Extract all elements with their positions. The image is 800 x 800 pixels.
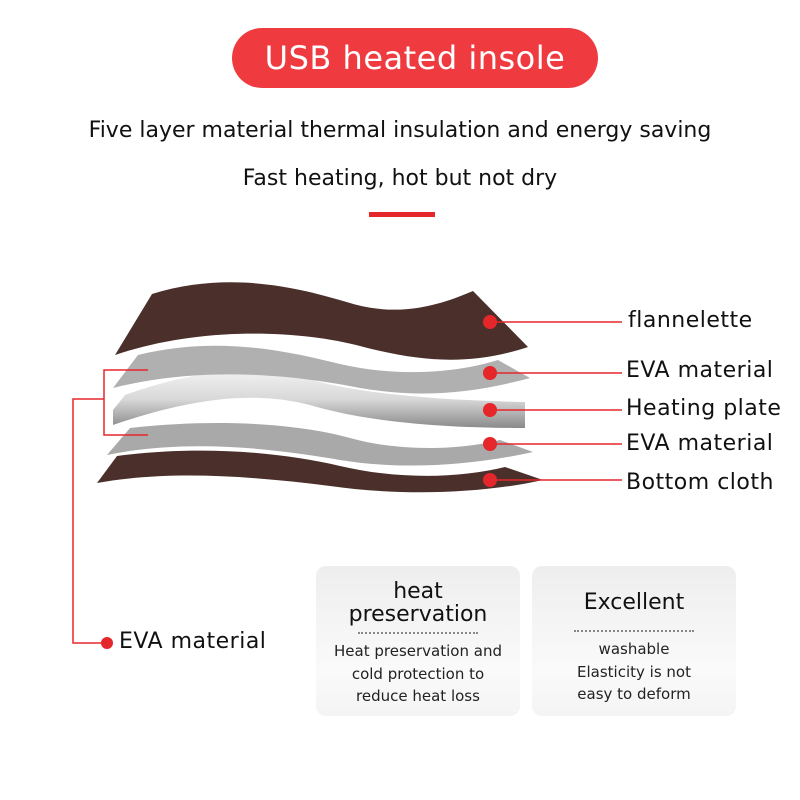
layer-flannelette	[115, 282, 528, 360]
layer-label-flannelette: flannelette	[628, 308, 753, 333]
layer-label-eva-2: EVA material	[626, 431, 774, 456]
card-line: washable	[598, 640, 670, 658]
card-line: Elasticity is not	[577, 662, 691, 681]
layer-eva-1	[113, 345, 530, 394]
layer-eva-2	[107, 423, 533, 466]
card-line: reduce heat loss	[356, 687, 480, 705]
feature-card-excellent: Excellent washable Elasticity is not eas…	[532, 566, 736, 716]
dotted-divider	[574, 630, 694, 632]
subtitle-2: Fast heating, hot but not dry	[242, 166, 558, 191]
card-line: cold protection to	[351, 664, 485, 683]
card-line: easy to deform	[577, 685, 691, 703]
layer-label-bottom-cloth: Bottom cloth	[626, 470, 774, 495]
card-heading: preservation	[348, 602, 488, 627]
dotted-divider	[358, 632, 478, 634]
layer-heating-plate	[113, 370, 525, 428]
subtitle-1: Five layer material thermal insulation a…	[88, 118, 712, 143]
card-heading: Excellent	[583, 590, 685, 615]
card-heading: heat	[393, 579, 443, 604]
title-pill: USB heated insole	[232, 28, 598, 88]
layer-label-eva-1: EVA material	[626, 358, 774, 383]
marker-dot	[101, 637, 113, 649]
feature-card-heat: heat preservation Heat preservation and …	[316, 566, 520, 716]
marker-dot	[483, 315, 497, 329]
marker-dot	[483, 473, 497, 487]
marker-dot	[483, 366, 497, 380]
divider	[369, 212, 435, 217]
marker-dot	[483, 437, 497, 451]
bracket-label: EVA material	[119, 629, 267, 654]
layer-label-heating-plate: Heating plate	[626, 396, 782, 421]
marker-dot	[483, 403, 497, 417]
layer-bottom-cloth	[97, 450, 543, 493]
card-line: Heat preservation and	[334, 642, 502, 660]
